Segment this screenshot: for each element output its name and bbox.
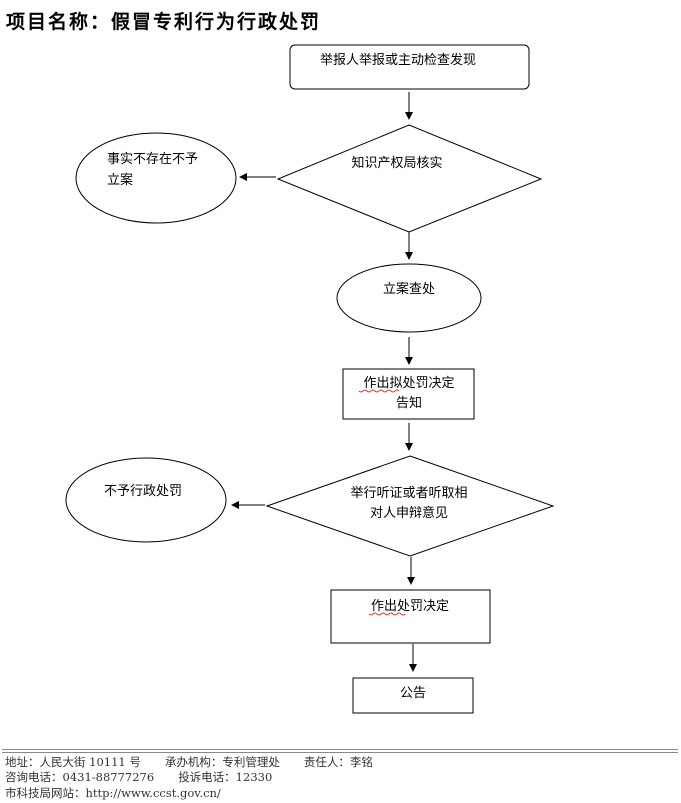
footer-line-1: 地址：人民大街 10111 号 承办机构：专利管理处 责任人：李铭 (5, 754, 373, 770)
footer-complaint: 投诉电话：12330 (178, 770, 273, 784)
notice-label-line2: 告知 (396, 395, 422, 411)
footer-phone: 咨询电话：0431-88777276 (5, 770, 155, 784)
hearing-diamond (265, 455, 555, 557)
footer-line-3: 市科技局网站：http://www.ccst.gov.cn/ (5, 785, 221, 801)
footer-responsible: 责任人：李铭 (303, 755, 373, 769)
decision-box (330, 589, 491, 644)
footer-address: 地址：人民大街 10111 号 (5, 755, 141, 769)
investigate-ellipse-label: 立案查处 (383, 282, 435, 297)
announce-box-label: 公告 (400, 686, 426, 701)
no-case-label-line1: 事实不存在不予 (107, 152, 198, 167)
footer-website-link[interactable]: 市科技局网站：http://www.ccst.gov.cn/ (5, 786, 221, 800)
no-case-label-line2: 立案 (107, 173, 133, 188)
spellcheck-underline (368, 612, 406, 616)
announce-box (352, 677, 474, 714)
footer-divider (2, 752, 678, 753)
notice-label-line1: 作出拟处罚决定 (363, 376, 454, 391)
verify-diamond (276, 124, 543, 233)
start-box-label: 举报人举报或主动检查发现 (320, 52, 476, 68)
footer-agency: 承办机构：专利管理处 (164, 755, 280, 769)
verify-diamond-label: 知识产权局核实 (351, 155, 442, 171)
decision-box-label: 作出处罚决定 (371, 599, 449, 614)
notice-box (342, 368, 475, 420)
start-box (289, 44, 530, 90)
investigate-ellipse (336, 263, 482, 333)
hearing-label-line2: 对人申辩意见 (370, 505, 448, 521)
no-penalty-ellipse (65, 457, 227, 543)
no-penalty-label: 不予行政处罚 (104, 484, 182, 499)
hearing-label-line1: 举行听证或者听取相 (350, 486, 467, 501)
footer-divider (2, 749, 678, 750)
no-case-ellipse (75, 132, 237, 224)
page-title: 项目名称：假冒专利行为行政处罚 (6, 11, 322, 33)
footer-line-2: 咨询电话：0431-88777276 投诉电话：12330 (5, 769, 272, 785)
spellcheck-underline (358, 389, 400, 393)
flowchart: 举报人举报或主动检查发现 知识产权局核实 事实不存在不予 立案 立案查处 作出拟… (65, 44, 555, 714)
